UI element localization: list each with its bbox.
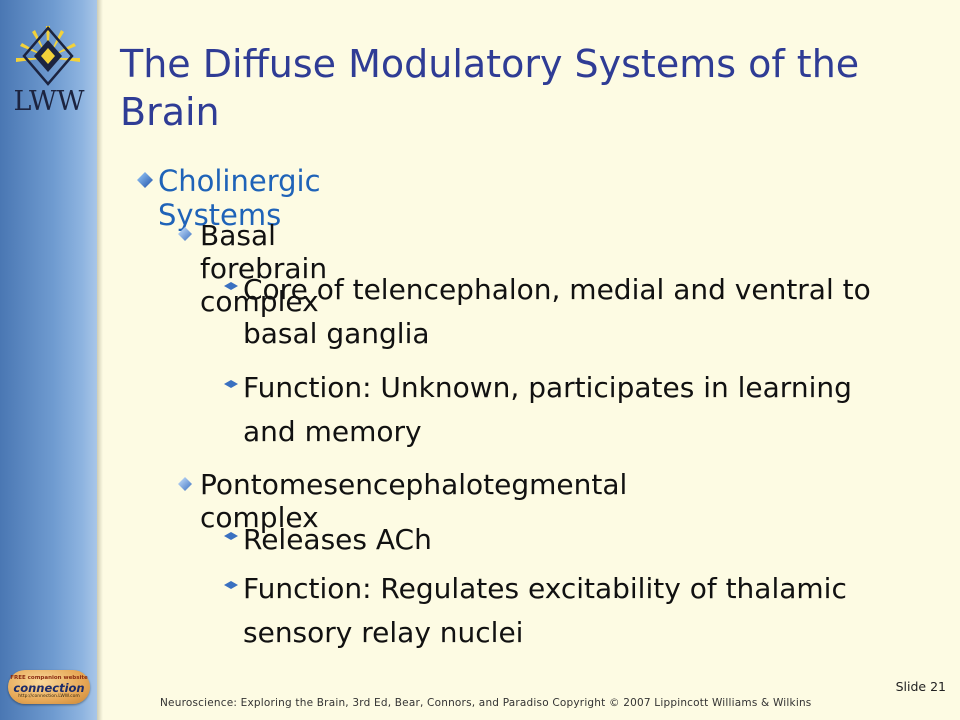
- small-diamond-bullet-icon: [224, 581, 238, 589]
- sidebar: [0, 0, 97, 720]
- badge-url-text: http://connection.LWW.com: [18, 694, 80, 699]
- bullet-pontomesencephalotegmental-complex: Pontomesencephalotegmental complex: [200, 468, 628, 534]
- sidebar-shadow: [97, 0, 103, 720]
- slide-title: The Diffuse Modulatory Systems of the Br…: [120, 42, 860, 134]
- bullet-function-regulates: Function: Regulates excitability of thal…: [243, 572, 847, 649]
- logo-text: LWW: [13, 86, 85, 117]
- badge-main-text: connection: [13, 681, 85, 695]
- bullet-basal-forebrain-complex: Basal forebrain complex: [200, 219, 328, 318]
- footer-citation: Neuroscience: Exploring the Brain, 3rd E…: [160, 697, 812, 709]
- lww-logo-icon: [16, 26, 80, 86]
- bullet-releases-ach: Releases ACh: [243, 523, 432, 556]
- badge-top-text: FREE companion website: [10, 675, 88, 681]
- small-diamond-bullet-icon: [224, 380, 238, 388]
- small-diamond-bullet-icon: [224, 282, 238, 290]
- diamond-bullet-icon: [178, 227, 192, 241]
- bullet-core-of-telencephalon: Core of telencephalon, medial and ventra…: [243, 273, 871, 350]
- diamond-bullet-icon: [178, 477, 192, 491]
- bullet-cholinergic-systems: Cholinergic Systems: [158, 164, 321, 232]
- slide-number: Slide 21: [895, 679, 946, 694]
- small-diamond-bullet-icon: [224, 532, 238, 540]
- connection-website-badge[interactable]: FREE companion website connection http:/…: [8, 670, 90, 704]
- diamond-bullet-icon: [137, 172, 153, 188]
- bullet-function-unknown: Function: Unknown, participates in learn…: [243, 371, 852, 448]
